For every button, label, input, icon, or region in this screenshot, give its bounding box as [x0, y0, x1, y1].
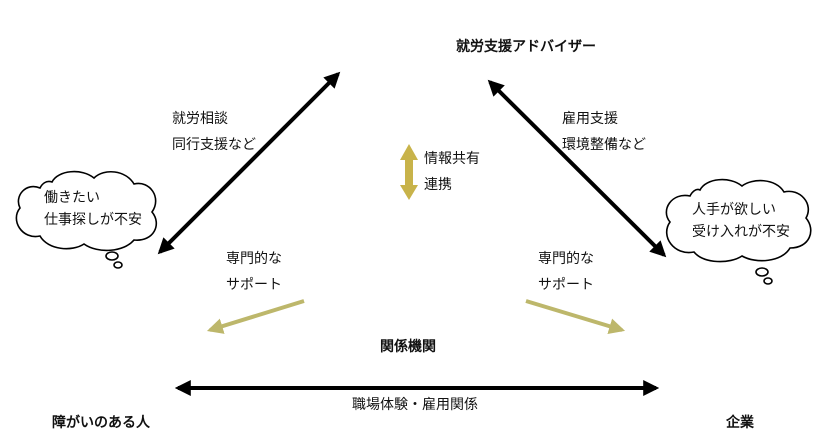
label-support-right: 専門的な サポート	[538, 251, 594, 293]
label-bottom: 職場体験・雇用関係	[352, 397, 478, 413]
arrow-info-share	[400, 144, 418, 200]
arrow-advisor-company	[487, 79, 667, 258]
thought-cloud-company	[665, 178, 812, 285]
arrow-advisor-person	[157, 71, 341, 255]
label-info-share: 情報共有 連携	[424, 151, 480, 193]
label-advisor-company: 雇用支援 環境整備など	[562, 111, 646, 153]
node-agency: 関係機関	[380, 339, 436, 355]
arrow-support-right	[525, 299, 626, 334]
node-company: 企業	[726, 415, 754, 431]
node-person: 障がいのある人	[52, 415, 150, 431]
label-support-left: 専門的な サポート	[226, 251, 282, 293]
arrow-support-left	[206, 299, 305, 334]
thought-text-person: 働きたい 仕事探しが不安	[44, 190, 142, 228]
thought-text-company: 人手が欲しい 受け入れが不安	[692, 202, 790, 240]
thought-cloud-person	[15, 170, 158, 269]
node-advisor: 就労支援アドバイザー	[456, 39, 596, 55]
label-advisor-person: 就労相談 同行支援など	[172, 111, 256, 153]
